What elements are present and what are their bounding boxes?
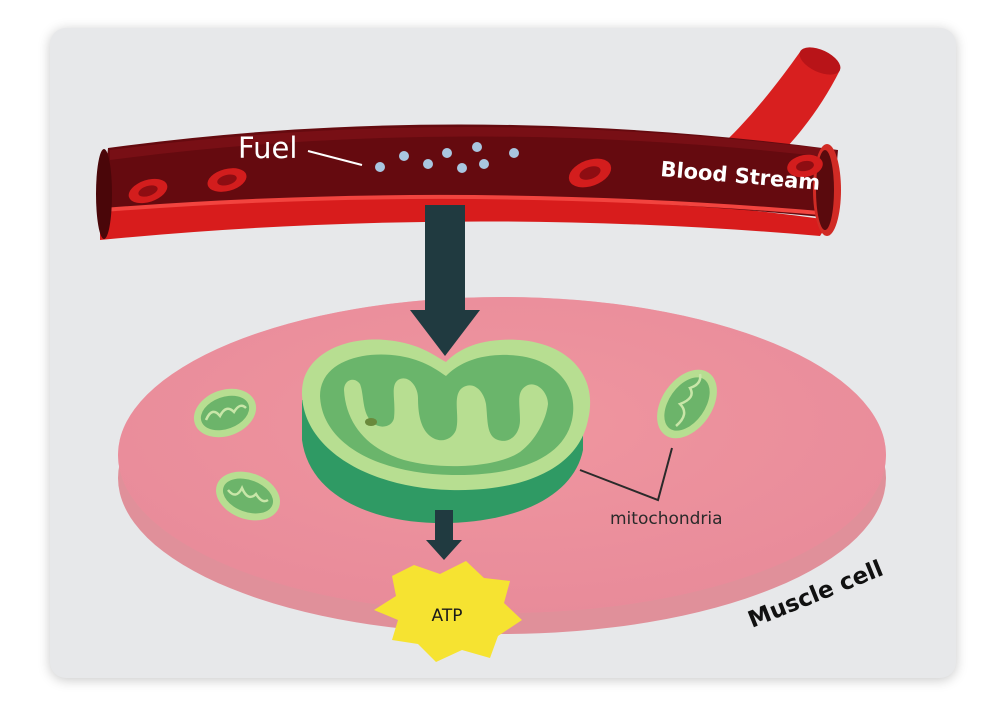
fuel-leader-line (307, 150, 363, 166)
atp-label: ATP (432, 606, 463, 626)
red-blood-cell (568, 158, 612, 188)
fuel-particles (375, 142, 519, 173)
large-mitochondrion (301, 339, 591, 524)
small-mitochondrion (193, 388, 257, 438)
mitochondria-label: mitochondria (610, 509, 723, 529)
atp-down-arrow (426, 510, 462, 560)
small-mitochondrion (657, 369, 717, 439)
red-blood-cell (128, 178, 168, 204)
small-mitochondrion (216, 471, 280, 521)
red-blood-cell (787, 154, 823, 178)
mitochondria-leader-line (579, 447, 673, 502)
atp-burst (374, 561, 522, 662)
fuel-label: Fuel (238, 131, 297, 165)
fuel-down-arrow (410, 205, 480, 356)
red-blood-cell (207, 168, 247, 192)
blood-vessel (96, 47, 841, 240)
